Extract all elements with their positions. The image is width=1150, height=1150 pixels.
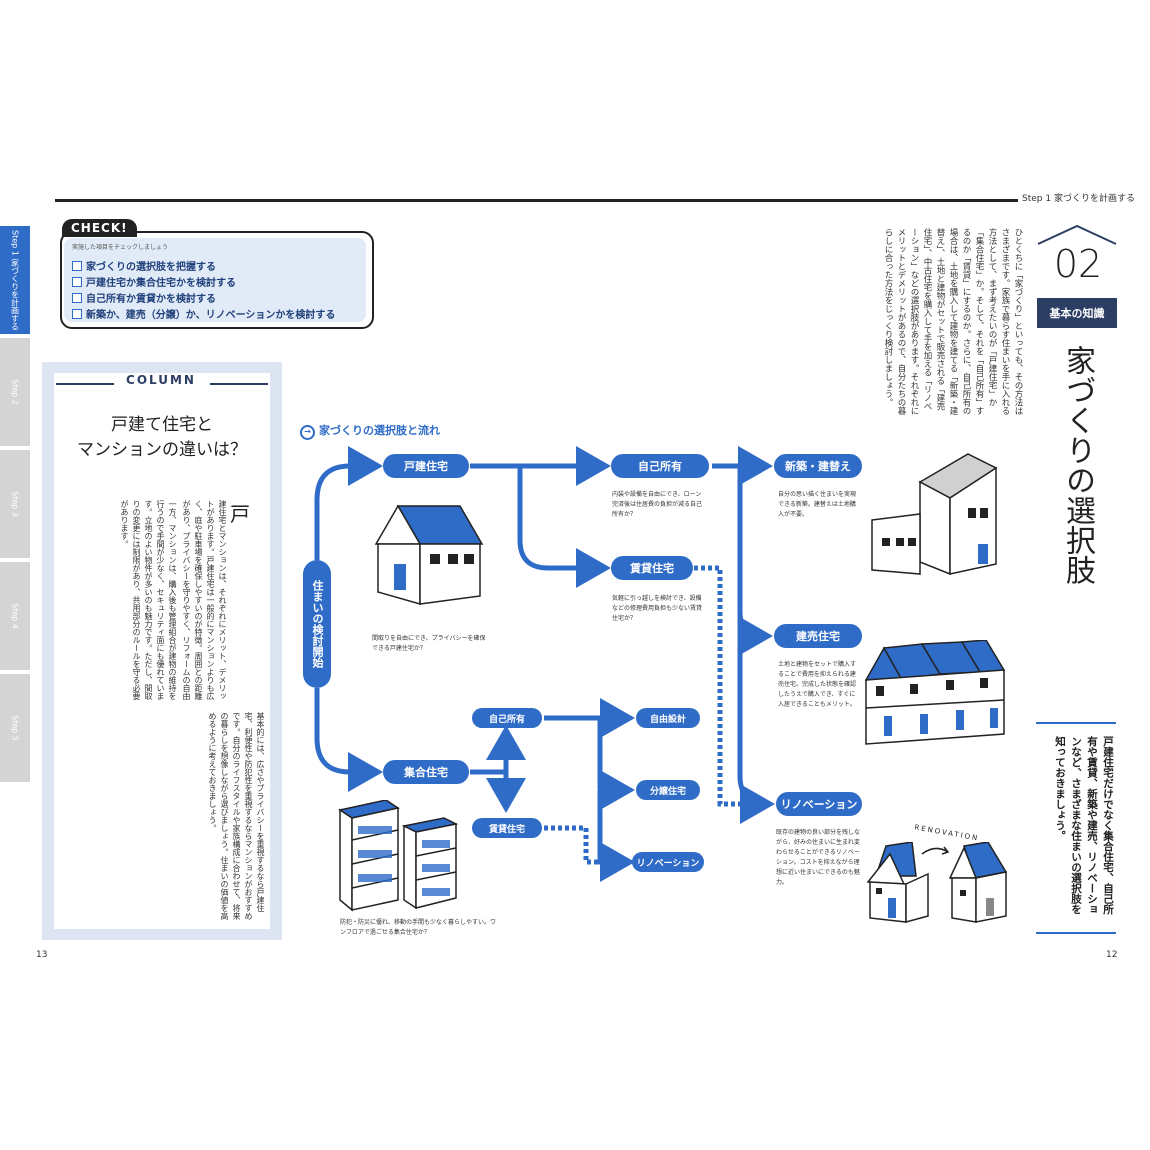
flow-node-chintai[interactable]: 賃貸住宅: [611, 556, 693, 580]
column-label: COLUMN: [126, 373, 196, 387]
checkbox-icon[interactable]: [72, 277, 82, 287]
top-rule: [55, 199, 1115, 202]
apartment-illustration: [338, 800, 459, 912]
intro-rule-bottom: [1036, 932, 1116, 934]
note-shugo: 防犯・防災に優れ、移動の手間も少なく暮らしやすい。ワンフロアで過ごせる集合住宅か…: [340, 919, 497, 936]
section-number: 02: [1053, 242, 1103, 286]
column-dropcap: 戸: [230, 502, 250, 526]
page-number-left: 13: [36, 950, 48, 960]
column-body-2: 一方、マンションは、購入後も管理組合が建物の維持を行うので手間が少なく、セキュリ…: [120, 500, 177, 700]
renovation-illustration: [866, 842, 1008, 923]
flow-start-pill[interactable]: 住まいの検討開始: [303, 560, 331, 688]
section-tag: 基本の知識: [1037, 298, 1117, 328]
check-item[interactable]: 新築か、建売（分譲）か、リノベーションかを検討する: [72, 306, 335, 321]
flow-node-tateuri[interactable]: 建売住宅: [774, 624, 862, 648]
note-shinchiku: 自分の思い描く住まいを実現できる新築。建替えは土地購入が不要。: [778, 491, 857, 518]
note-chintai: 気軽に引っ越しを検討でき、設備などの修理費用負担も少ない賃貸住宅か？: [612, 595, 703, 622]
note-kodate: 間取りを自由にでき、プライバシーを確保できる戸建住宅か？: [372, 635, 486, 652]
check-lead: 実施した項目をチェックしましょう: [72, 244, 169, 251]
column-body-3: 基本的には、広さやプライバシーを重視するなら戸建住宅、利便性や防犯性を重視するな…: [208, 712, 265, 920]
intro-text: 戸建住宅だけでなく集合住宅、自己所有や賃貸、新築や建売、リノベーションなど、さま…: [1054, 736, 1114, 915]
flow-node-jiko-shoyu[interactable]: 自己所有: [611, 454, 709, 478]
main-text: ひとくちに「家づくり」といっても、その方法はさまざまです。家族で暮らす住まいを手…: [883, 228, 1023, 415]
side-tab-step1[interactable]: Step 1 家づくりを計画する: [0, 226, 30, 334]
column-inner: [54, 373, 270, 929]
column-rule-right: [210, 383, 268, 385]
flow-node-kodate[interactable]: 戸建住宅: [383, 454, 469, 478]
note-renovation: 既存の建物の良い部分を残しながら、好みの住まいに生まれ変わらせることができるリノ…: [776, 829, 861, 886]
flow-node-jiyu-sekkei[interactable]: 自由設計: [636, 708, 700, 728]
checkbox-icon[interactable]: [72, 261, 82, 271]
side-tab-step4[interactable]: Step 4: [0, 562, 30, 670]
check-item[interactable]: 自己所有か賃貸かを検討する: [72, 290, 216, 305]
side-tab-step5[interactable]: Step 5: [0, 674, 30, 782]
flow-node-shinchiku[interactable]: 新築・建替え: [774, 454, 862, 478]
checkbox-icon[interactable]: [72, 293, 82, 303]
intro-rule-top: [1036, 722, 1116, 724]
tateuri-illustration: [864, 640, 1006, 745]
flow-node-chintai-2[interactable]: 賃貸住宅: [472, 818, 542, 838]
column-body-1: 建住宅とマンションは、それぞれにメリット、デメリットがあります。戸建住宅は一般的…: [182, 500, 227, 700]
renovation-arrow-icon: [921, 846, 950, 855]
column-title: 戸建て住宅と マンションの違いは？: [77, 415, 247, 460]
page-number-right: 12: [1106, 950, 1118, 960]
side-tab-step3[interactable]: Step 3: [0, 450, 30, 558]
flow-node-renovation[interactable]: リノベーション: [776, 792, 862, 816]
check-item[interactable]: 戸建住宅か集合住宅かを検討する: [72, 274, 236, 289]
house-illustration: [374, 504, 484, 605]
side-tab-step2[interactable]: Step 2: [0, 338, 30, 446]
flow-node-shugo[interactable]: 集合住宅: [383, 760, 469, 784]
column-rule-left: [56, 383, 114, 385]
page-title: 家づくりの選択肢: [1060, 345, 1095, 585]
check-item[interactable]: 家づくりの選択肢を把握する: [72, 258, 216, 273]
title-roof-icon: [1037, 224, 1117, 245]
arrow-right-icon: →: [300, 425, 315, 440]
flow-node-jiko-shoyu-2[interactable]: 自己所有: [472, 708, 542, 728]
note-jiko-shoyu: 内装や設備を自由にでき、ローン完済後は住居費の負担が減る自己所有か？: [612, 491, 703, 518]
new-build-illustration: [871, 453, 998, 576]
check-panel-inner: [64, 238, 366, 322]
flowchart-heading: →家づくりの選択肢と流れ: [300, 422, 440, 440]
checkbox-icon[interactable]: [72, 309, 82, 319]
note-tateuri: 土地と建物をセットで購入することで費用を抑えられる建売住宅。完成した状態を確認し…: [778, 661, 857, 708]
flow-node-renovation-2[interactable]: リノベーション: [632, 852, 704, 872]
running-head: Step 1 家づくりを計画する: [1018, 191, 1139, 204]
check-tag: CHECK!: [62, 219, 137, 237]
flow-node-bunjo[interactable]: 分譲住宅: [636, 780, 700, 800]
